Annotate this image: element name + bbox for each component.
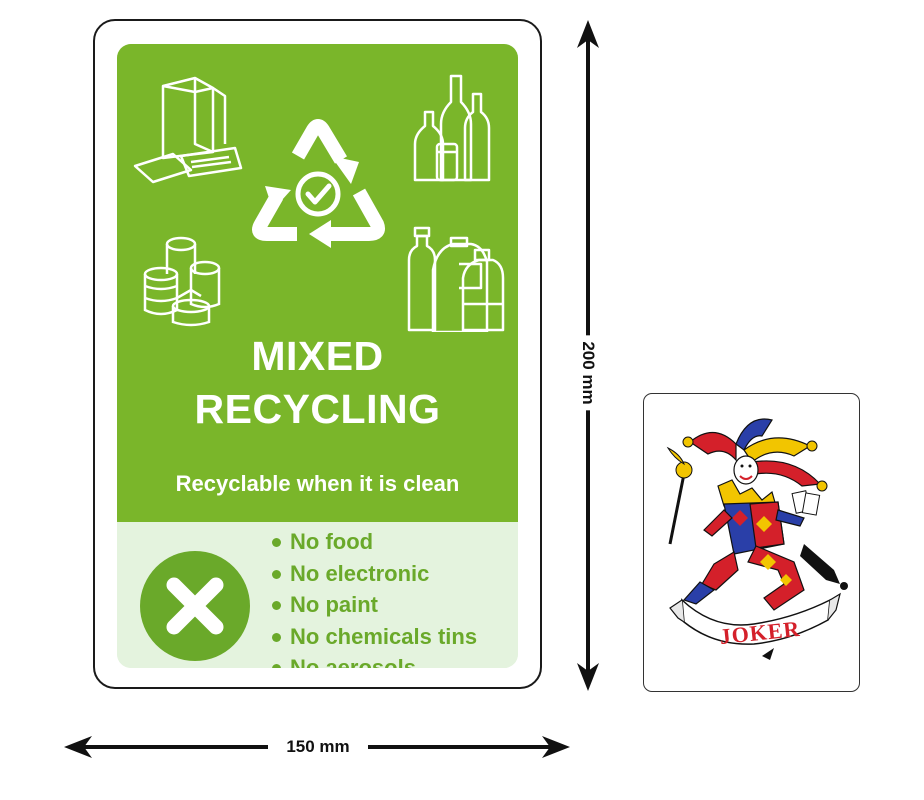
restrictions-list: No food No electronic No paint No chemic… [272,526,477,668]
list-item: No paint [272,589,477,621]
bullet-icon [272,664,281,668]
height-dimension-label: 200 mm [568,328,608,418]
recycle-symbol-icon [252,119,385,248]
bullet-icon [272,538,281,547]
list-item: No chemicals tins [272,621,477,653]
tin-cans-icon [143,236,221,327]
list-item: No food [272,526,477,558]
recycling-sign: MIXED RECYCLING Recyclable when it is cl… [93,19,542,689]
restriction-text: No aerosols [290,655,416,668]
height-label-text: 200 mm [578,335,598,411]
bullet-icon [272,569,281,579]
restriction-text: No paint [290,592,378,617]
restriction-text: No food [290,529,374,554]
restriction-text: No chemicals tins [290,623,478,649]
sign-title-line1: MIXED [251,333,384,379]
restriction-text: No electronic [290,560,430,586]
list-item: No aerosols [272,652,477,668]
green-panel: MIXED RECYCLING Recyclable when it is cl… [117,44,518,522]
x-mark-icon [140,551,250,661]
sign-subtitle: Recyclable when it is clean [175,471,460,496]
glass-bottles-icon [413,74,491,182]
restrictions-panel: No food No electronic No paint No chemic… [117,522,518,668]
cardboard-box-icon [133,76,243,184]
sign-title-line2: RECYCLING [194,386,441,432]
plastic-bottles-icon [407,226,505,332]
bullet-icon [272,601,281,610]
bullet-icon [272,632,281,642]
joker-card: JOKER [643,393,860,692]
list-item: No electronic [272,558,477,590]
width-dimension-label: 150 mm [268,735,368,759]
sign-inner-panel: MIXED RECYCLING Recyclable when it is cl… [117,44,518,668]
joker-illustration [666,418,848,660]
